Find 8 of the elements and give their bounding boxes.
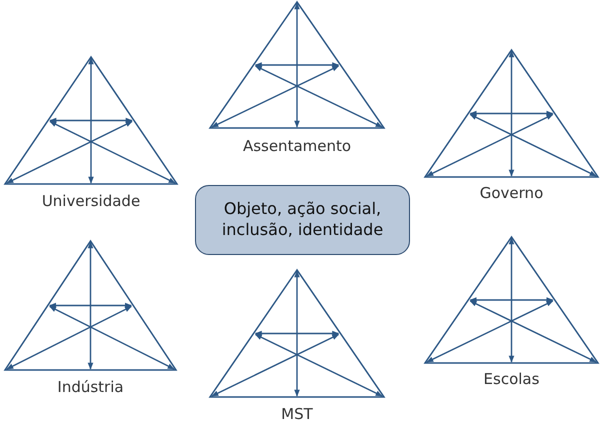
central-rounded-box	[195, 185, 410, 255]
triangle-label: MST	[280, 405, 314, 423]
triangle-label: Assentamento	[242, 137, 352, 155]
box-text: Objeto, ação social, inclusão, identidade	[220, 199, 384, 241]
triangle-label: Escolas	[482, 370, 540, 388]
triangle-label: Indústria	[56, 378, 125, 396]
triangle-label: Governo	[478, 184, 544, 202]
triangle-label: Universidade	[40, 192, 142, 210]
